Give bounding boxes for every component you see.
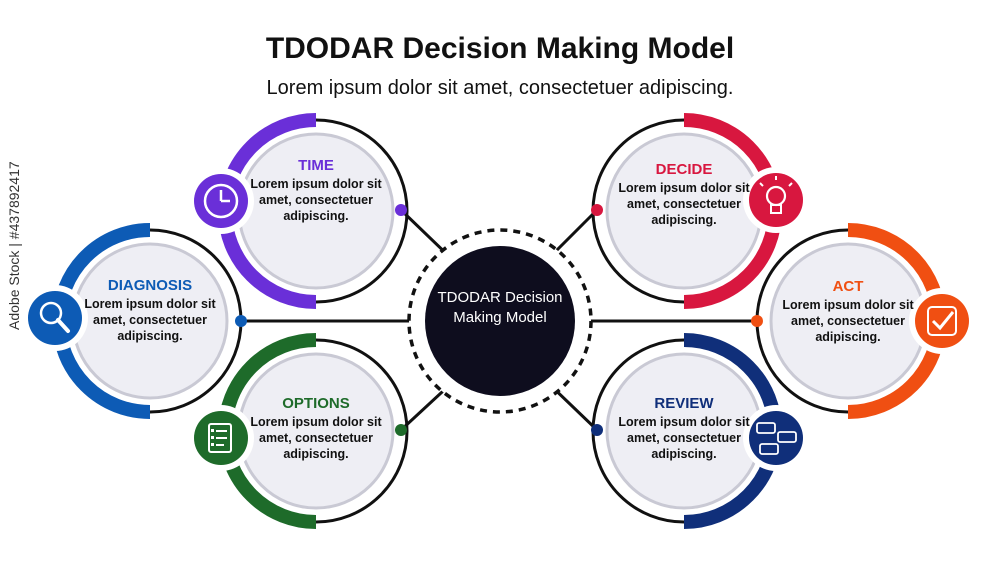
node-diagnosis-label: DIAGNOSIS (107, 277, 193, 294)
node-time-dot (395, 204, 407, 216)
node-review-label: REVIEW (654, 395, 714, 412)
node-time-label: TIME (298, 157, 334, 174)
page-title: TDODAR Decision Making Model (265, 32, 735, 65)
node-diagnosis-body: Lorem ipsum dolor sit amet, consectetuer… (84, 297, 216, 343)
page-subtitle: Lorem ipsum dolor sit amet, consectetuer… (266, 77, 734, 99)
node-time (188, 113, 409, 309)
node-decide-label: DECIDE (655, 161, 713, 178)
clock-icon (188, 168, 254, 234)
node-review (591, 333, 809, 529)
node-options-dot (395, 424, 407, 436)
center-hub (407, 228, 593, 414)
node-options-body: Lorem ipsum dolor sit amet, consectetuer… (250, 415, 382, 461)
stock-watermark: Adobe Stock | #437892417 (6, 161, 22, 330)
checkmark-icon (909, 288, 975, 354)
node-diagnosis-dot (235, 315, 247, 327)
node-review-text: REVIEW Lorem ipsum dolor sit amet, conse… (609, 395, 759, 462)
node-options-label: OPTIONS (282, 395, 350, 412)
node-review-dot (591, 424, 603, 436)
node-diagnosis (22, 223, 247, 419)
node-diagnosis-text: DIAGNOSIS Lorem ipsum dolor sit amet, co… (75, 277, 225, 344)
node-options-outline (315, 338, 409, 524)
node-time-text: TIME Lorem ipsum dolor sit amet, consect… (241, 157, 391, 224)
node-options-text: OPTIONS Lorem ipsum dolor sit amet, cons… (241, 395, 391, 462)
node-act (751, 223, 975, 419)
lightbulb-icon (743, 167, 809, 233)
center-label: TDODAR Decision Making Model (437, 289, 563, 326)
node-decide-dot (591, 204, 603, 216)
checklist-icon (188, 405, 254, 471)
node-options (188, 333, 409, 529)
node-act-text: ACT Lorem ipsum dolor sit amet, consecte… (773, 278, 923, 345)
node-act-label: ACT (832, 278, 864, 295)
magnifier-icon (22, 285, 88, 351)
chat-bubbles-icon (743, 405, 809, 471)
node-act-dot (751, 315, 763, 327)
node-review-body: Lorem ipsum dolor sit amet, consectetuer… (618, 415, 750, 461)
node-act-body: Lorem ipsum dolor sit amet, consectetuer… (782, 298, 914, 344)
center-disc (425, 246, 575, 396)
node-time-outline (315, 118, 409, 304)
node-decide (591, 113, 809, 309)
node-time-body: Lorem ipsum dolor sit amet, consectetuer… (250, 177, 382, 223)
node-decide-text: DECIDE Lorem ipsum dolor sit amet, conse… (609, 161, 759, 228)
node-decide-body: Lorem ipsum dolor sit amet, consectetuer… (618, 181, 750, 227)
